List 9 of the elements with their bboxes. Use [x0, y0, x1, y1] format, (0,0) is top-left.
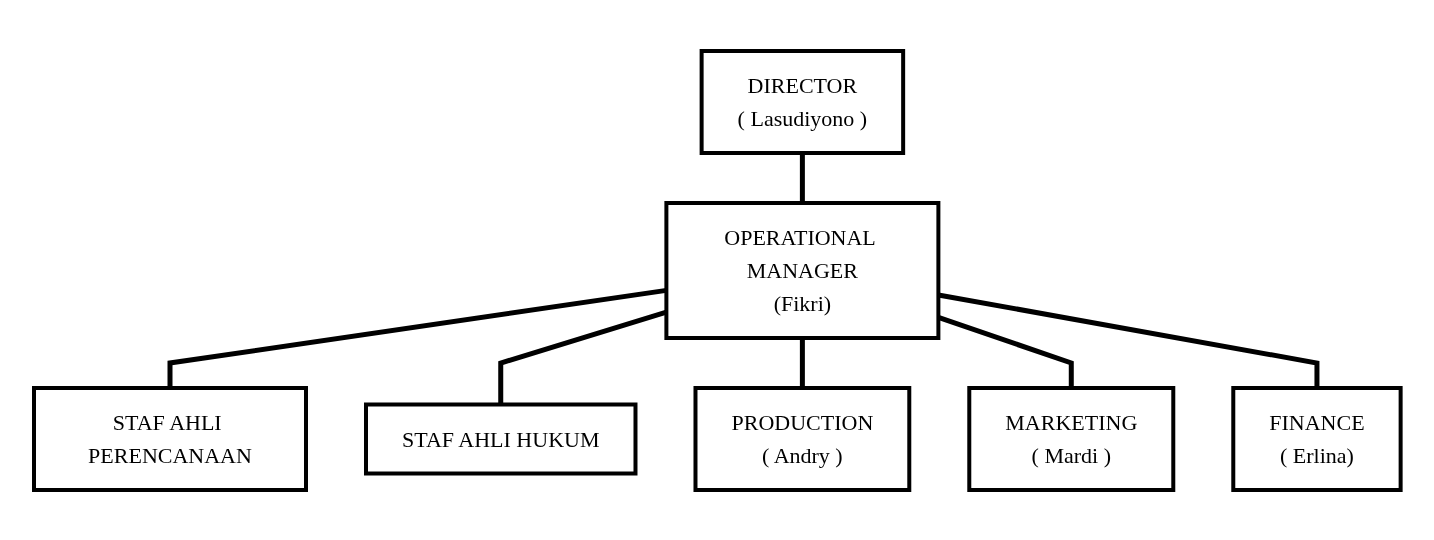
node-box: STAF AHLI PERENCANAAN [31, 385, 308, 492]
node-box: PRODUCTION ( Andry ) [693, 385, 911, 492]
node-box: STAF AHLI HUKUM [363, 402, 638, 475]
node-box: OPERATIONAL MANAGER (Fikri) [664, 200, 941, 340]
connector [799, 152, 805, 203]
node-box: MARKETING ( Mardi ) [966, 385, 1175, 492]
node-box: DIRECTOR ( Lasudiyono ) [699, 48, 905, 155]
node-box: FINANCE ( Erlina) [1230, 385, 1403, 492]
connector [799, 337, 805, 388]
